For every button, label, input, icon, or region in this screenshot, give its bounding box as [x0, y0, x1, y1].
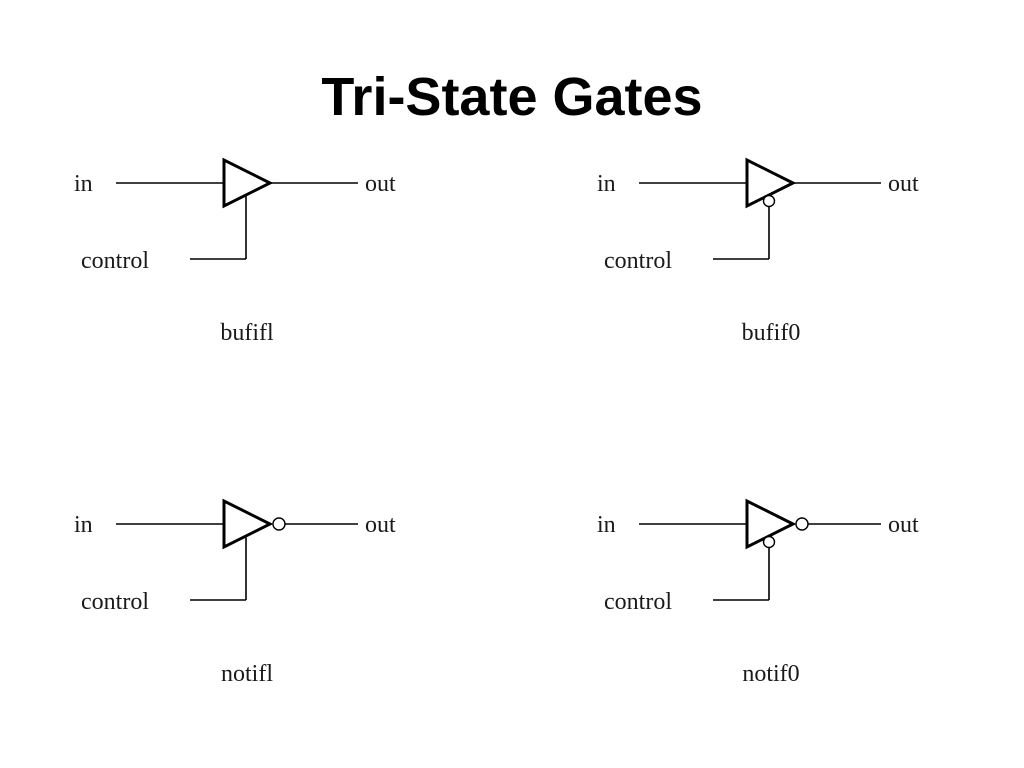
out-label: out: [888, 171, 919, 197]
out-label: out: [365, 512, 396, 538]
gate-notif0: in out control notif0: [597, 498, 919, 687]
gate-bufif1: in out control bufifl: [74, 157, 396, 346]
control-label: control: [81, 248, 149, 274]
gate-name: notifl: [221, 661, 273, 687]
in-label: in: [74, 512, 93, 538]
gate-name: bufifl: [220, 320, 274, 346]
control-label: control: [604, 248, 672, 274]
gate-bufif0: in out control bufif0: [597, 157, 919, 346]
in-label: in: [74, 171, 93, 197]
gate-notif1: in out control notifl: [74, 498, 396, 687]
output-inversion-bubble: [272, 517, 286, 531]
buffer-triangle: [222, 157, 274, 209]
buffer-triangle: [222, 498, 274, 550]
slide-title: Tri-State Gates: [321, 67, 703, 127]
control-inversion-bubble: [762, 535, 776, 549]
gate-name: notif0: [742, 661, 799, 687]
out-label: out: [365, 171, 396, 197]
buffer-triangle: [745, 498, 797, 550]
control-label: control: [604, 589, 672, 615]
control-inversion-bubble: [762, 194, 776, 208]
output-inversion-bubble: [795, 517, 809, 531]
in-label: in: [597, 512, 616, 538]
out-label: out: [888, 512, 919, 538]
in-label: in: [597, 171, 616, 197]
gate-name: bufif0: [742, 320, 801, 346]
control-label: control: [81, 589, 149, 615]
buffer-triangle: [745, 157, 797, 209]
